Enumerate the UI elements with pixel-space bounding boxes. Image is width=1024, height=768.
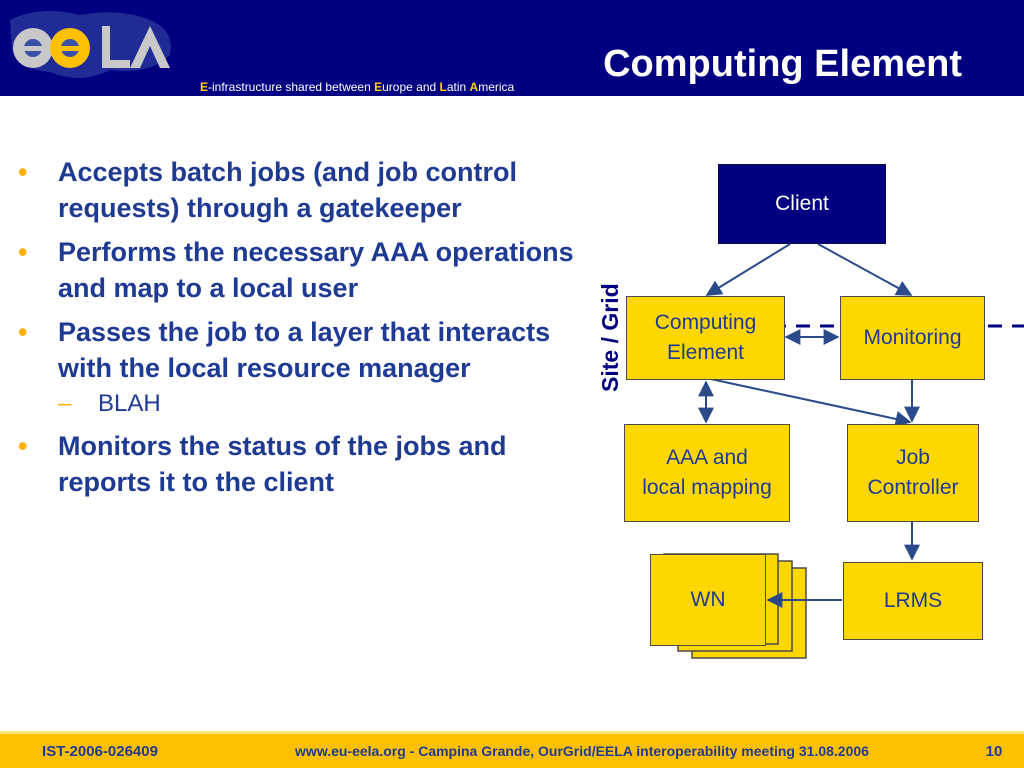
tagline-part4: merica [478, 80, 515, 94]
footer-project-id: IST-2006-026409 [42, 742, 158, 760]
ee-la-logo-icon [10, 11, 171, 79]
wn-box: WN [650, 554, 766, 646]
bullet-item: • Passes the job to a layer that interac… [18, 314, 588, 386]
monitoring-box: Monitoring [840, 296, 985, 380]
bullet-list: • Accepts batch jobs (and job control re… [18, 154, 588, 508]
client-box: Client [718, 164, 886, 244]
slide-title: Computing Element [603, 43, 962, 85]
tagline: E-infrastructure shared between Europe a… [200, 80, 514, 94]
bullet-text: Monitors the status of the jobs and repo… [58, 431, 507, 497]
footer-bar: IST-2006-026409 www.eu-eela.org - Campin… [0, 734, 1024, 768]
footer-page-number: 10 [985, 742, 1003, 760]
lrms-box: LRMS [843, 562, 983, 640]
lrms-label: LRMS [883, 589, 943, 612]
aaa-label: AAA and local mapping [642, 443, 772, 503]
arrow-ce-jobcontroller [705, 377, 912, 427]
sub-bullet-marker: – [58, 390, 72, 417]
ce-line-1: Computing [654, 311, 757, 334]
bullet-marker: • [18, 431, 28, 461]
bullet-text: Performs the necessary AAA operations an… [58, 237, 574, 303]
bullet-marker: • [18, 157, 28, 187]
tagline-l: L [439, 80, 447, 94]
header-bar: E-infrastructure shared between Europe a… [0, 0, 1024, 96]
client-label: Client [775, 192, 829, 215]
aaa-line-1: AAA and [666, 446, 748, 469]
bullet-marker: • [18, 317, 28, 347]
jc-line-1: Job [896, 446, 930, 469]
bullet-marker: • [18, 237, 28, 267]
monitoring-label: Monitoring [863, 326, 962, 349]
bullet-item: • Accepts batch jobs (and job control re… [18, 154, 588, 226]
aaa-local-mapping-box: AAA and local mapping [624, 424, 790, 522]
tagline-part1: -infrastructure shared between [208, 80, 375, 94]
arrow-client-ce [705, 243, 791, 296]
sub-bullet-item: – BLAH [18, 388, 588, 420]
bullet-text: Accepts batch jobs (and job control requ… [58, 157, 518, 223]
tagline-part2: urope and [382, 80, 440, 94]
footer-divider [0, 731, 1024, 734]
ce-line-2: Element [666, 341, 745, 364]
tagline-part3: atin [446, 80, 470, 94]
tagline-e1: E [200, 80, 209, 94]
bullet-item: • Performs the necessary AAA operations … [18, 234, 588, 306]
bullet-item: • Monitors the status of the jobs and re… [18, 428, 588, 500]
footer-meeting-info: www.eu-eela.org - Campina Grande, OurGri… [295, 743, 869, 759]
wn-label: WN [690, 588, 726, 611]
site-grid-label: Site / Grid [597, 283, 623, 392]
arrow-client-monitoring [817, 243, 913, 296]
tagline-a: A [469, 80, 479, 94]
jc-line-2: Controller [867, 476, 959, 499]
aaa-line-2: local mapping [642, 476, 772, 499]
bullet-text: Passes the job to a layer that interacts… [58, 317, 551, 383]
sub-bullet-text: BLAH [98, 390, 161, 417]
tagline-e2: E [374, 80, 383, 94]
